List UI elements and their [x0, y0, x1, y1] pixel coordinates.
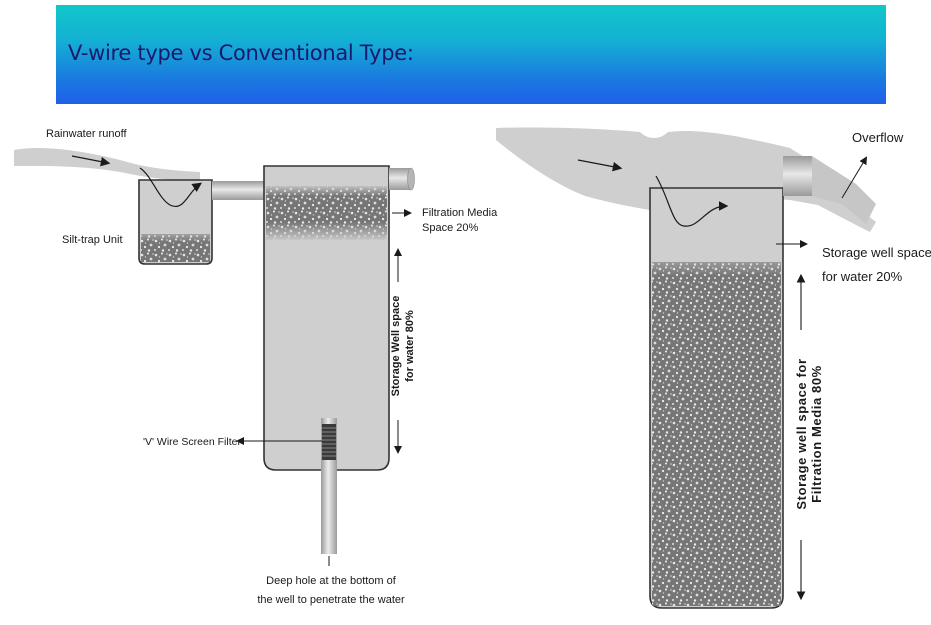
overflow-pipe: [389, 168, 411, 190]
deep-hole-label-1: Deep hole at the bottom of: [266, 575, 397, 587]
conventional-diagram: Overflow Storage well space for water 20…: [496, 127, 931, 609]
rainwater-runoff-label: Rainwater runoff: [46, 128, 127, 140]
title-banner: V-wire type vs Conventional Type:: [56, 5, 886, 104]
storage-water-label-1: Storage Well space: [390, 296, 402, 397]
v-wire-diagram: Rainwater runoff Silt-trap Unit Filtrati…: [14, 128, 498, 606]
overflow-label: Overflow: [852, 130, 904, 145]
storage-media-label-1: Storage well space for: [794, 358, 809, 509]
filtration-media-label-1: Filtration Media: [422, 207, 498, 219]
runoff-surface: [496, 127, 876, 232]
storage-water-label-1: Storage well space: [822, 245, 931, 260]
silt-trap-label: Silt-trap Unit: [62, 234, 123, 246]
v-wire-screen-filter: [322, 424, 336, 460]
runoff-surface: [14, 148, 200, 182]
deep-hole-label-2: the well to penetrate the water: [257, 594, 405, 606]
filtration-media: [652, 262, 781, 606]
flow-arrow: [139, 167, 202, 208]
slide-title: V-wire type vs Conventional Type:: [68, 41, 414, 65]
storage-water-label-2: for water 20%: [822, 269, 903, 284]
connecting-pipe: [212, 181, 264, 200]
filtration-media-label-2: Space 20%: [422, 222, 478, 234]
storage-water-label-2: for water 80%: [404, 310, 416, 382]
overflow-pipe: [783, 156, 812, 196]
v-wire-filter-label: 'V' Wire Screen Filter: [143, 436, 241, 448]
storage-media-label-2: Filtration Media 80%: [809, 365, 824, 503]
runoff-arrow: [71, 155, 111, 167]
